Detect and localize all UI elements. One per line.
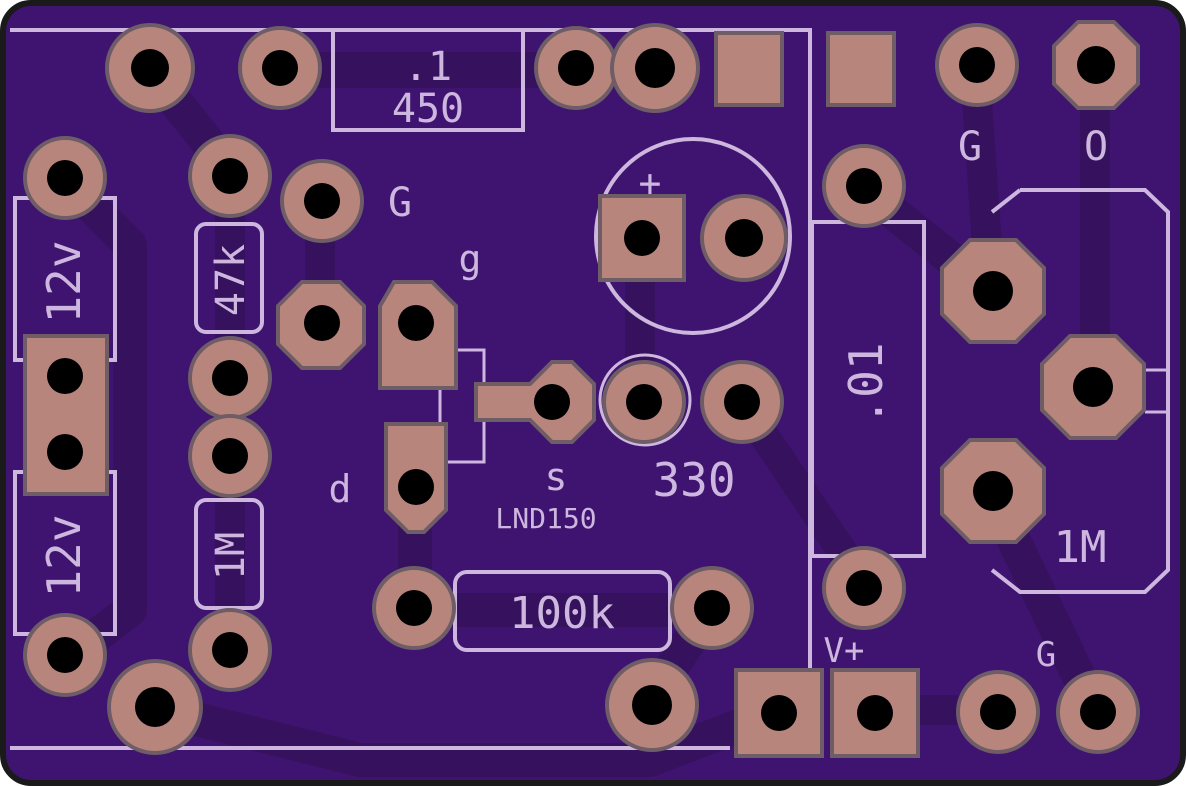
label-vplus: V+ (824, 631, 865, 671)
res-47k-outline (194, 222, 264, 334)
cap-0.1-outline (331, 28, 525, 132)
label-res-1m-left: 1M (208, 532, 254, 580)
label-supply-lower: 12v (37, 514, 91, 597)
label-res-330: 330 (652, 453, 735, 507)
label-gate: g (459, 237, 482, 281)
res-330-marker (598, 353, 692, 447)
label-pot-1m: 1M (1054, 522, 1107, 573)
label-plus: + (639, 161, 662, 205)
label-output-top: O (1084, 124, 1108, 170)
label-ground-mid: G (388, 180, 412, 226)
label-res-100k: 100k (509, 588, 615, 639)
label-cap-voltage: 450 (392, 86, 464, 132)
pot-1m-outline (990, 188, 1170, 594)
label-cap-01: .01 (839, 342, 893, 425)
silkscreen-labels: .1 450 G O G g + 47k 12v 12v 1M 330 s d … (37, 44, 1108, 675)
res-1m-left-outline (194, 498, 264, 610)
electrolytic-cap-outline (594, 137, 792, 335)
label-cap-value: .1 (404, 44, 452, 90)
label-drain: d (329, 467, 352, 511)
pads (23, 20, 1146, 758)
label-res-47k: 47k (208, 244, 254, 316)
label-ground-bottom: G (1036, 635, 1056, 675)
pad-smd-1 (714, 31, 784, 107)
label-supply-upper: 12v (37, 240, 91, 323)
label-ground-top: G (958, 124, 982, 170)
label-transistor: LND150 (495, 502, 596, 535)
pad-smd-2 (826, 31, 896, 107)
label-source: s (545, 455, 568, 499)
